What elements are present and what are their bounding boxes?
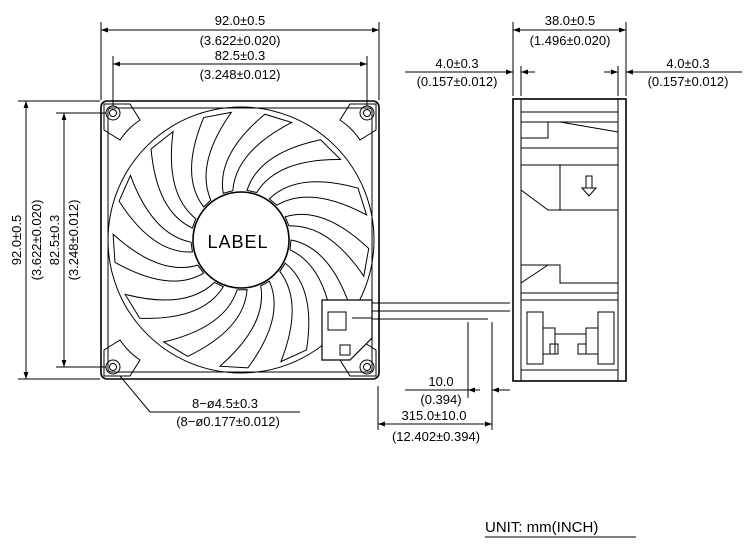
- unit-note: UNIT: mm(INCH): [485, 519, 598, 536]
- dim-depth-inch: (1.496±0.020): [530, 33, 611, 48]
- fan-blade: [112, 233, 205, 282]
- lead-wire: [372, 302, 510, 320]
- fan-blade: [246, 139, 342, 194]
- dim-flange-left-inch: (0.157±0.012): [417, 74, 498, 89]
- dim-depth: 38.0±0.5: [545, 13, 596, 28]
- mounting-hole: [359, 359, 375, 375]
- side-view: [512, 98, 627, 382]
- fan-blade: [218, 280, 275, 369]
- dim-width-overall: 92.0±0.5: [215, 13, 266, 28]
- dim-strip: 10.0: [428, 374, 453, 389]
- wire-exit: [321, 299, 373, 361]
- dim-length: 315.0±10.0: [402, 408, 467, 423]
- fan-venturi: [107, 106, 375, 374]
- dim-width-overall-inch: (3.622±0.020): [200, 33, 281, 48]
- fan-blade: [150, 130, 197, 229]
- fan-blade: [191, 111, 233, 208]
- dim-hole-spacing: 82.5±0.3: [215, 48, 266, 63]
- fan-blade: [284, 213, 370, 278]
- fan-blade: [162, 289, 248, 357]
- fan-frame-outline: [100, 100, 380, 380]
- front-view: LABEL: [100, 100, 380, 380]
- hub-label: LABEL: [207, 232, 268, 252]
- dim-height-overall: 92.0±0.5: [9, 215, 24, 266]
- fan-blade: [221, 113, 294, 194]
- dim-flange-left: 4.0±0.3: [435, 56, 478, 71]
- dimension-lines-wire: [377, 322, 510, 430]
- dim-hole-spacing-v: 82.5±0.3: [47, 215, 62, 266]
- dimension-lines-front: [18, 22, 380, 413]
- side-housing: [512, 98, 627, 382]
- dim-hole-spacing-v-inch: (3.248±0.012): [66, 200, 81, 281]
- dim-length-inch: (12.402±0.394): [392, 429, 480, 444]
- dim-strip-inch: (0.394): [420, 392, 461, 407]
- dimension-lines-side: [405, 22, 742, 96]
- side-bottom-details: [521, 311, 618, 371]
- dim-hole-spacing-inch: (3.248±0.012): [200, 67, 281, 82]
- dim-flange-right-inch: (0.157±0.012): [648, 74, 729, 89]
- dim-height-overall-inch: (3.622±0.020): [29, 200, 44, 281]
- fan-blade: [268, 181, 368, 217]
- airflow-arrow-icon: [580, 175, 598, 197]
- dim-holes: 8−ø4.5±0.3: [192, 396, 258, 411]
- fan-blade: [118, 174, 194, 253]
- fan-blade: [279, 262, 310, 363]
- fan-blades: [112, 111, 370, 369]
- dim-holes-inch: (8−ø0.177±0.012): [176, 414, 280, 429]
- dim-flange-right: 4.0±0.3: [666, 56, 709, 71]
- fan-hub: [192, 191, 290, 289]
- fan-blade: [124, 281, 224, 319]
